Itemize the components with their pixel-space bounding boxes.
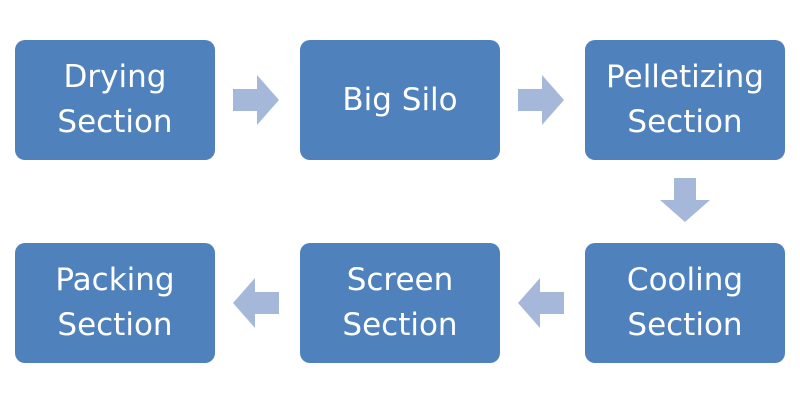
step-drying-section: Drying Section	[15, 40, 215, 160]
arrow-right-icon	[518, 75, 564, 125]
step-label: Packing Section	[55, 262, 175, 343]
arrow-left-icon	[518, 278, 564, 328]
arrow-down-icon	[660, 178, 710, 222]
step-label: Drying Section	[57, 59, 173, 140]
step-packing-section: Packing Section	[15, 243, 215, 363]
step-screen-section: Screen Section	[300, 243, 500, 363]
step-pelletizing-section: Pelletizing Section	[585, 40, 785, 160]
arrow-right-icon	[233, 75, 279, 125]
step-label: Screen Section	[342, 262, 458, 343]
arrow-left-icon	[233, 278, 279, 328]
step-cooling-section: Cooling Section	[585, 243, 785, 363]
step-label: Cooling Section	[626, 262, 744, 343]
step-label: Big Silo	[342, 81, 458, 118]
step-big-silo: Big Silo	[300, 40, 500, 160]
step-label: Pelletizing Section	[606, 59, 764, 140]
